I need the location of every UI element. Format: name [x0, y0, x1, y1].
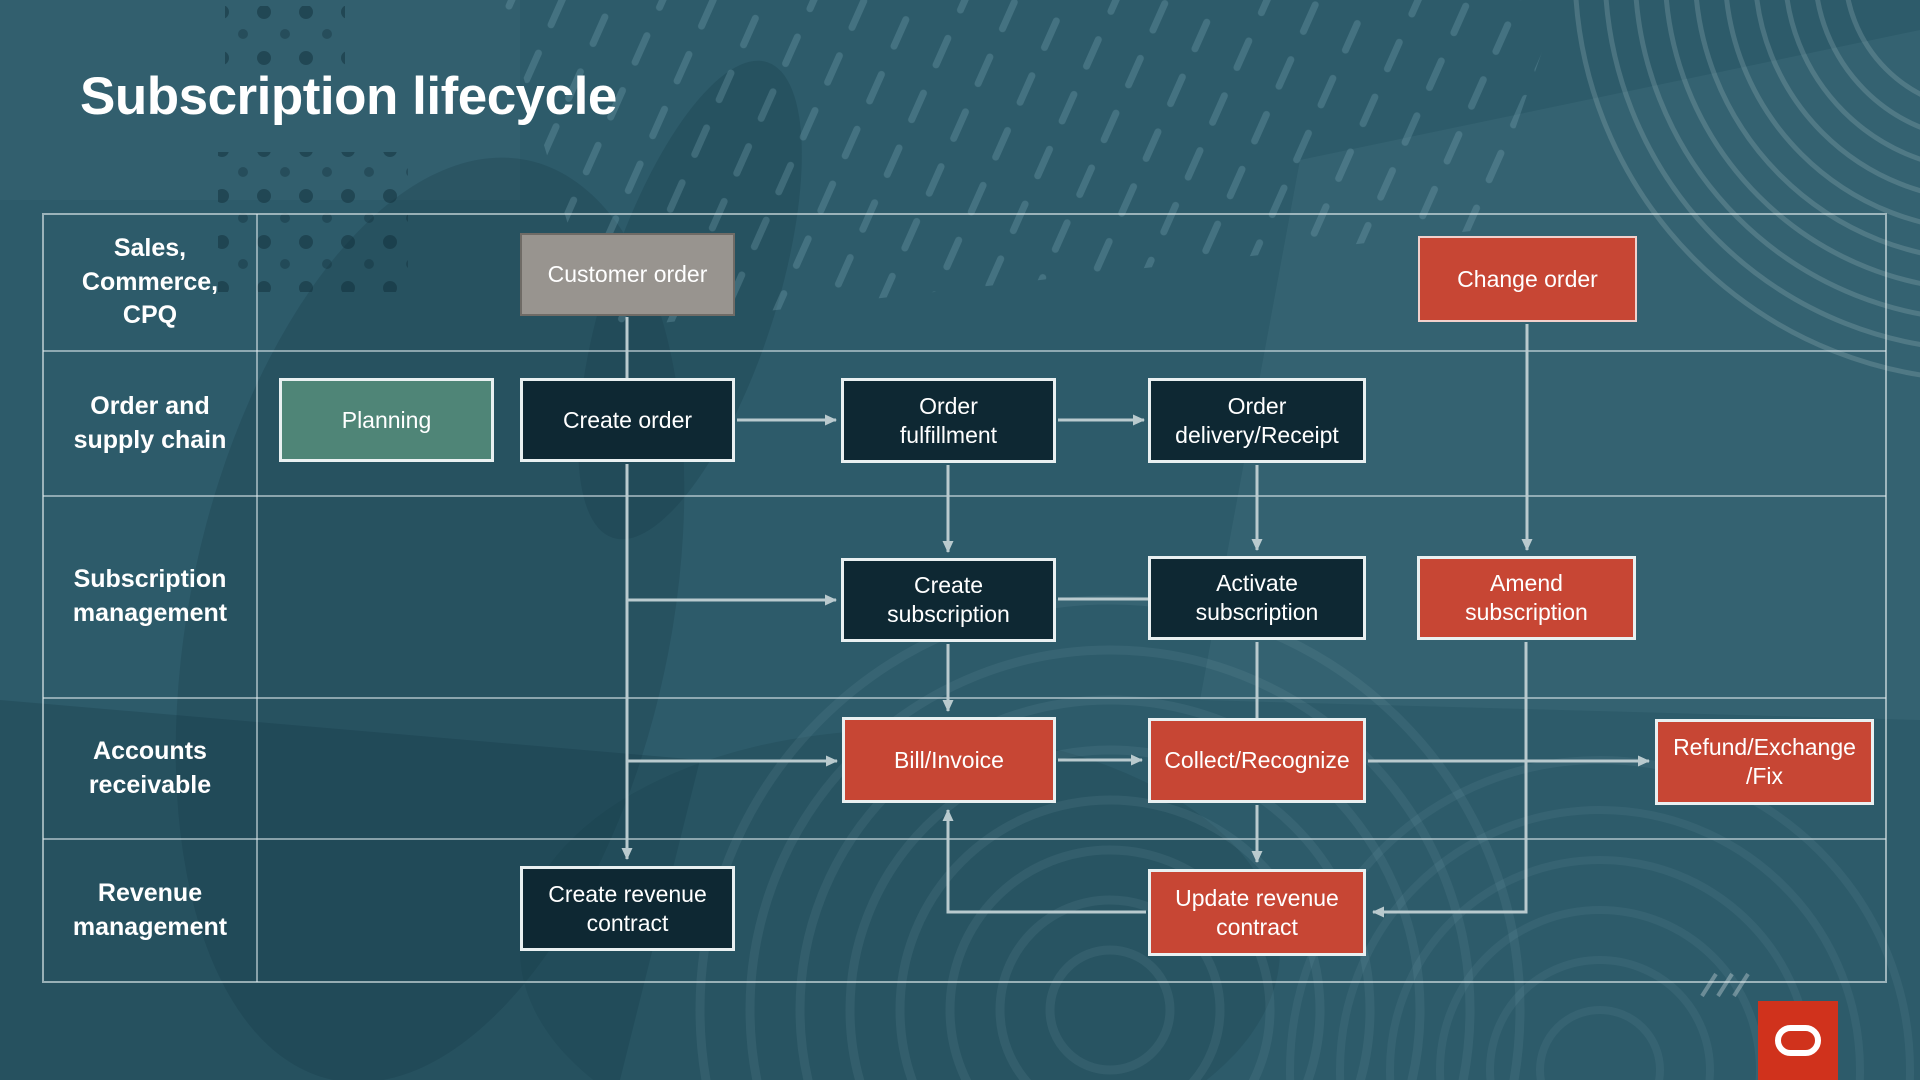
node-planning: Planning — [279, 378, 494, 462]
lane-label-subscription-management: Subscription management — [72, 565, 228, 627]
lane-label-accounts-receivable: Accounts receivable — [88, 736, 212, 799]
node-create-subscription: Create subscription — [841, 558, 1056, 642]
table-border — [42, 213, 1887, 983]
oracle-logo — [1758, 1001, 1838, 1080]
lane-label-sales-commerce-cpq: Sales, Commerce, CPQ — [81, 233, 219, 330]
node-customer-order: Customer order — [520, 233, 735, 316]
slide-title: Subscription lifecycle — [80, 67, 617, 126]
node-create-order: Create order — [520, 378, 735, 462]
lane-label-revenue-management: Revenue management — [72, 878, 228, 941]
connector-amend-subscription-to-update-revenue-contract — [1372, 642, 1528, 918]
node-update-revenue-contract: Update revenue contract — [1148, 869, 1366, 956]
lane-label-order-supply-chain: Order and supply chain — [73, 391, 227, 454]
node-change-order: Change order — [1418, 236, 1637, 322]
node-order-fulfillment: Order fulfillment — [841, 378, 1056, 463]
node-collect-recognize: Collect/Recognize — [1148, 718, 1366, 803]
oracle-o-icon — [1775, 1025, 1821, 1056]
node-amend-subscription: Amend subscription — [1417, 556, 1636, 640]
node-create-revenue-contract: Create revenue contract — [520, 866, 735, 951]
node-order-delivery-receipt: Order delivery/Receipt — [1148, 378, 1366, 463]
connector-update-revenue-contract-to-bill-invoice — [942, 809, 1146, 914]
node-activate-subscription: Activate subscription — [1148, 556, 1366, 640]
node-bill-invoice: Bill/Invoice — [842, 717, 1056, 803]
node-refund-exchange-fix: Refund/Exchange /Fix — [1655, 719, 1874, 805]
